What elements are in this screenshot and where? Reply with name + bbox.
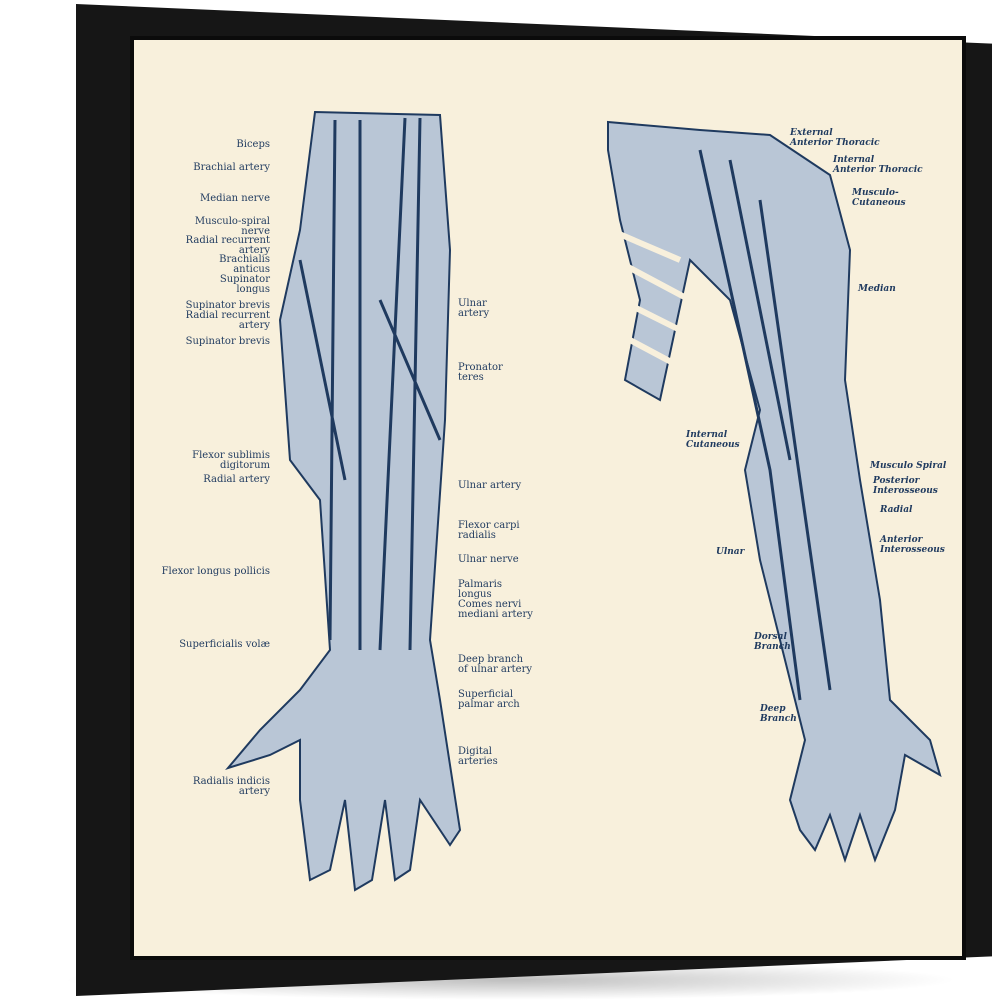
left-arm-label: Digital arteries — [458, 746, 498, 767]
right-arm-label: Anterior Interosseous — [880, 535, 945, 555]
left-arm-label: Flexor sublimis digitorum — [192, 450, 270, 471]
left-arm-label: Brachialis anticus — [219, 254, 270, 275]
right-arm-label: Posterior Interosseous — [873, 476, 938, 496]
left-arm-label: Radialis indicis artery — [192, 776, 270, 797]
right-arm-label: Internal Cutaneous — [686, 430, 740, 450]
left-arm-label: Supinator brevis — [185, 300, 270, 311]
right-arm-drawing — [607, 120, 942, 864]
right-arm-label: External Anterior Thoracic — [790, 128, 880, 148]
right-arm-label: Musculo- Cutaneous — [852, 188, 906, 208]
left-arm-label: Comes nervi mediani artery — [458, 599, 533, 620]
left-arm-label: Ulnar nerve — [458, 554, 519, 565]
left-arm-label: Deep branch of ulnar artery — [458, 654, 533, 675]
right-arm-label: Internal Anterior Thoracic — [833, 155, 923, 175]
left-arm-label: Flexor longus pollicis — [161, 566, 270, 577]
left-arm-label: Musculo-spiral nerve — [194, 216, 270, 237]
left-arm-label: Radial artery — [203, 474, 270, 485]
left-arm-label: Palmaris longus — [458, 579, 502, 600]
right-arm-label: Ulnar — [716, 547, 745, 557]
left-arm-label: Ulnar artery — [458, 480, 522, 491]
right-arm-label: Deep Branch — [760, 704, 797, 724]
left-arm-label: Ulnar artery — [458, 298, 490, 319]
right-arm-label: Musculo Spiral — [870, 461, 947, 471]
left-arm-label: Radial recurrent artery — [185, 235, 270, 256]
left-arm-label: Supinator longus — [219, 274, 270, 295]
left-arm-label: Superficialis volæ — [179, 639, 270, 650]
right-arm-label: Median — [858, 284, 896, 294]
anatomy-illustration — [225, 110, 942, 892]
right-arm-label: Radial — [880, 505, 913, 515]
left-forearm-drawing — [225, 110, 462, 892]
left-arm-label: Radial recurrent artery — [185, 310, 270, 331]
left-arm-label: Superficial palmar arch — [458, 689, 520, 710]
left-arm-label: Median nerve — [199, 193, 270, 204]
left-arm-label: Brachial artery — [193, 162, 270, 173]
left-arm-label: Flexor carpi radialis — [458, 520, 520, 541]
left-arm-label: Pronator teres — [458, 362, 503, 383]
left-arm-label: Biceps — [236, 139, 270, 150]
left-arm-label: Supinator brevis — [185, 336, 270, 347]
right-arm-label: Dorsal Branch — [754, 632, 791, 652]
